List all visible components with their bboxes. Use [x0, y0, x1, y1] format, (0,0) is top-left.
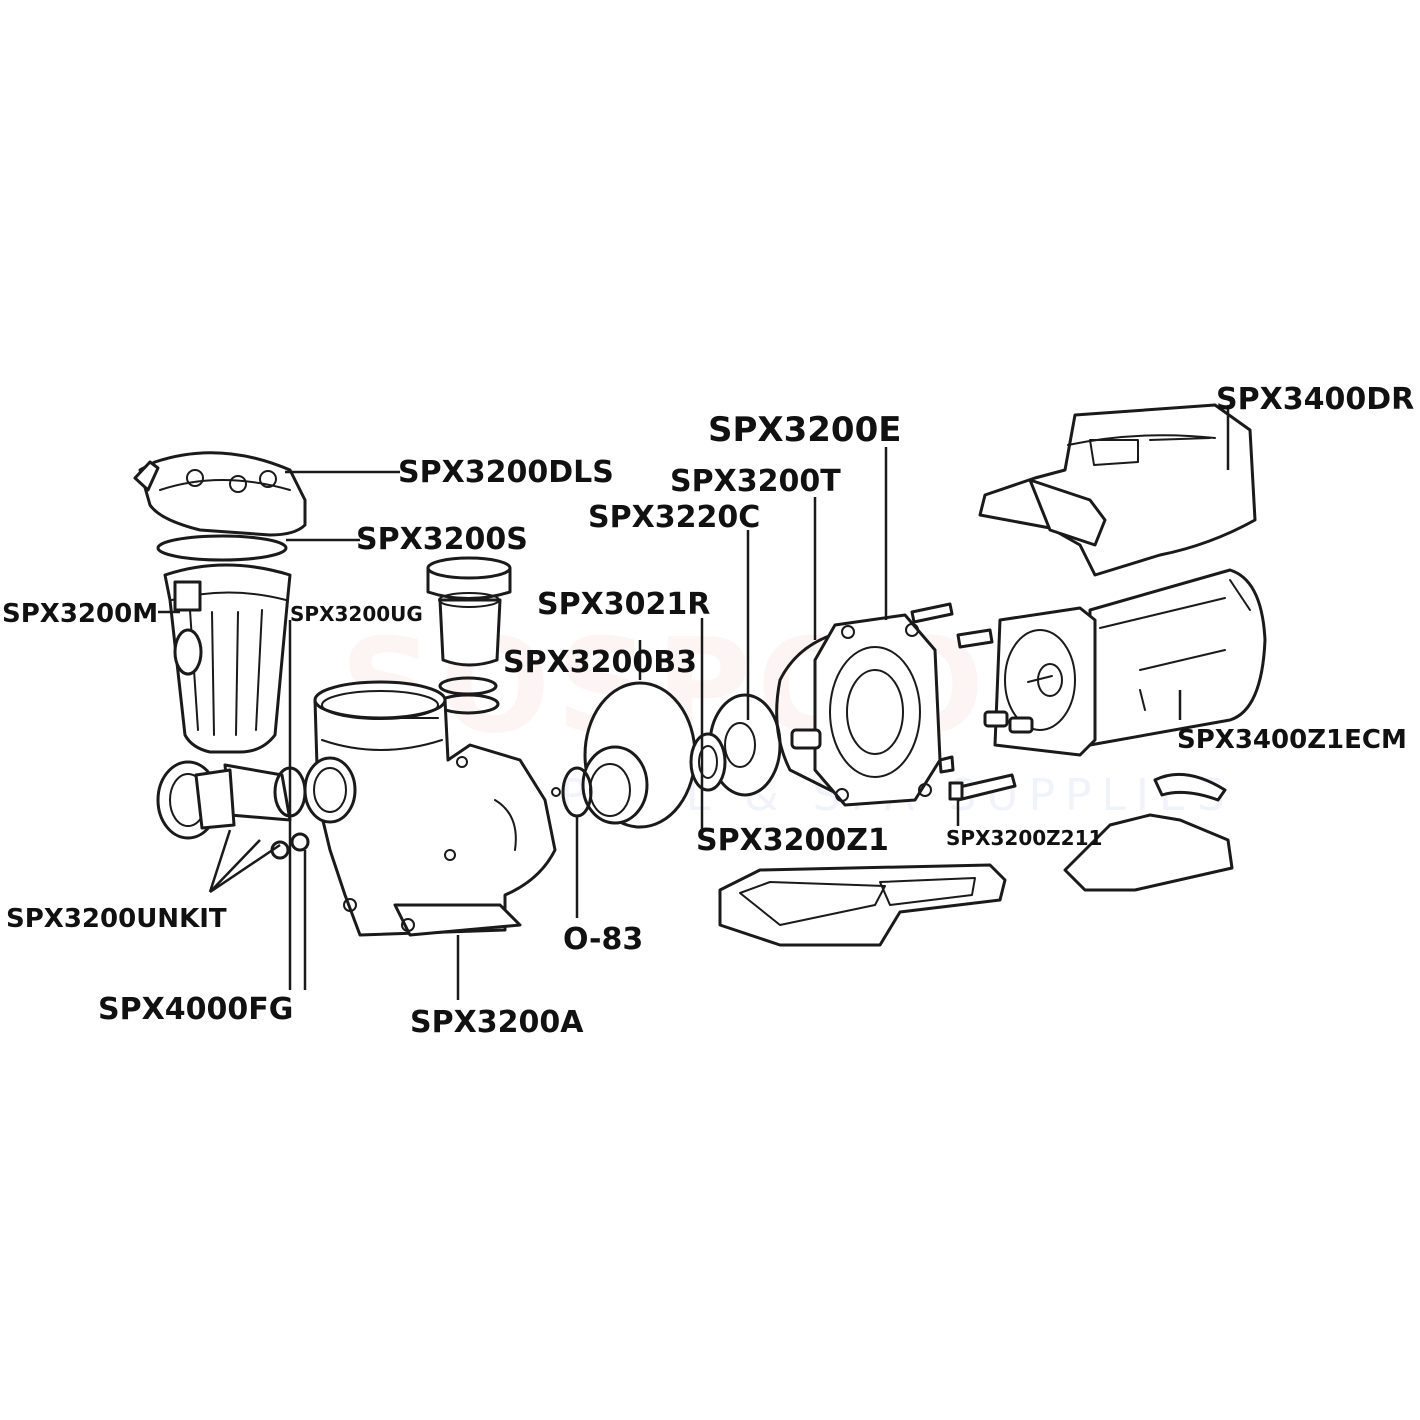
diffuser-backplate-drawing: [551, 681, 697, 829]
drive-cover-drawing: [978, 403, 1257, 577]
label-basket: SPX3200M: [2, 599, 159, 629]
label-drive-cover: SPX3400DR: [1216, 382, 1415, 417]
base-feet-drawing: [718, 772, 1234, 947]
leader-lines: [158, 405, 1230, 1000]
union-cap-drawing: [426, 556, 512, 715]
label-impeller: SPX3200Z1: [696, 823, 889, 858]
label-lid: SPX3200DLS: [398, 455, 614, 490]
seal-plate-drawing: [790, 613, 942, 807]
label-oring-83: O-83: [563, 922, 644, 957]
strainer-lid-drawing: [133, 451, 307, 537]
motor-drawing: [983, 568, 1267, 757]
strainer-basket-drawing: [163, 563, 292, 754]
label-diffuser-oring: SPX3021R: [537, 587, 711, 622]
pump-housing-drawing: [303, 680, 557, 937]
label-bolts: SPX3200Z211: [946, 826, 1103, 850]
label-seal-plate-oring: SPX3200T: [670, 464, 841, 499]
label-drain-plug: SPX3200B3: [503, 645, 697, 680]
label-lid-oring: SPX3200S: [356, 522, 528, 557]
label-union-kit: SPX3200UNKIT: [6, 904, 227, 934]
label-seal-plate: SPX3200E: [708, 410, 902, 450]
impeller-drawing: [689, 693, 782, 797]
bolts-drawing: [910, 602, 1017, 802]
union-fittings-drawing: [156, 760, 310, 860]
label-diffuser: SPX3220C: [588, 500, 761, 535]
label-flange-gasket: SPX4000FG: [98, 992, 294, 1027]
lid-oring-drawing: [156, 534, 288, 562]
label-union-gasket: SPX3200UG: [290, 602, 423, 626]
label-housing: SPX3200A: [410, 1005, 584, 1040]
label-motor: SPX3400Z1ECM: [1177, 725, 1407, 755]
